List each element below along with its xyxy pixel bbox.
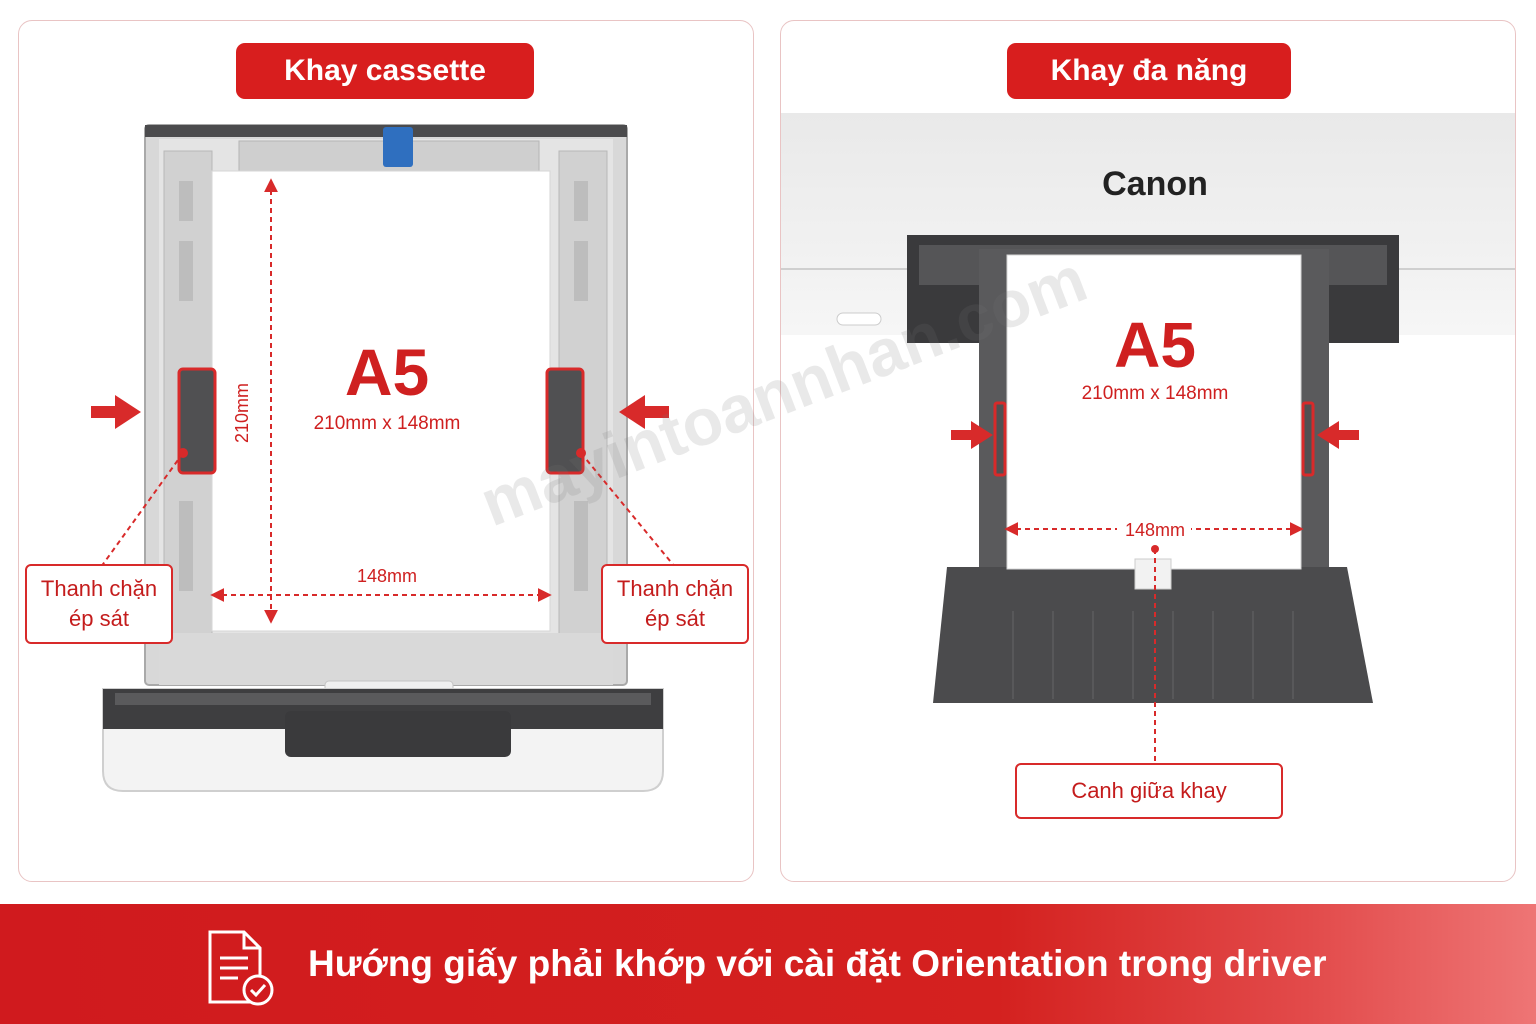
paper-dims-label: 210mm x 148mm	[314, 413, 461, 434]
cassette-tray-panel: A5 210mm x 148mm 210mm 148mm Khay casset…	[18, 20, 754, 882]
paper-size-label: A5	[1114, 309, 1196, 381]
callout-line-1: Thanh chặn	[616, 576, 734, 601]
callout-line-2: ép sát	[69, 606, 129, 631]
callout-line-2: ép sát	[645, 606, 705, 631]
right-paper-guide	[1301, 401, 1315, 477]
multipurpose-tray-panel: Canon A5 210mm x 148mm 148mm Khay đa năn…	[780, 20, 1516, 882]
center-marker	[1134, 558, 1172, 590]
tray-handle	[285, 711, 511, 757]
guide-callout-right: Thanh chặn ép sát	[601, 564, 749, 644]
panel-title: Khay cassette	[236, 43, 534, 99]
left-paper-guide	[993, 401, 1007, 477]
right-paper-guide	[545, 367, 585, 475]
right-push-arrow-icon	[1317, 421, 1359, 449]
callout-line-1: Thanh chặn	[40, 576, 158, 601]
width-label: 148mm	[1125, 520, 1185, 540]
brand-logo: Canon	[1102, 165, 1208, 203]
tray-extension	[933, 567, 1373, 703]
width-label: 148mm	[357, 566, 417, 586]
document-check-icon	[208, 930, 274, 1006]
bottom-banner: Hướng giấy phải khớp với cài đặt Orienta…	[0, 904, 1536, 1024]
guide-callout-left: Thanh chặn ép sát	[25, 564, 173, 644]
blue-rear-stopper	[383, 127, 413, 167]
multipurpose-tray-illustration: Canon A5 210mm x 148mm 148mm	[781, 113, 1515, 763]
left-push-arrow-icon	[91, 395, 141, 429]
paper-size-label: A5	[345, 335, 429, 409]
left-push-arrow-icon	[951, 421, 993, 449]
center-callout: Canh giữa khay	[1015, 763, 1283, 819]
panel-title: Khay đa năng	[1007, 43, 1291, 99]
height-label: 210mm	[232, 383, 252, 443]
banner-text: Hướng giấy phải khớp với cài đặt Orienta…	[308, 943, 1327, 984]
left-paper-guide	[177, 367, 217, 475]
right-push-arrow-icon	[619, 395, 669, 429]
cassette-tray-illustration: A5 210mm x 148mm 210mm 148mm	[91, 124, 676, 792]
paper-dims-label: 210mm x 148mm	[1082, 383, 1229, 404]
